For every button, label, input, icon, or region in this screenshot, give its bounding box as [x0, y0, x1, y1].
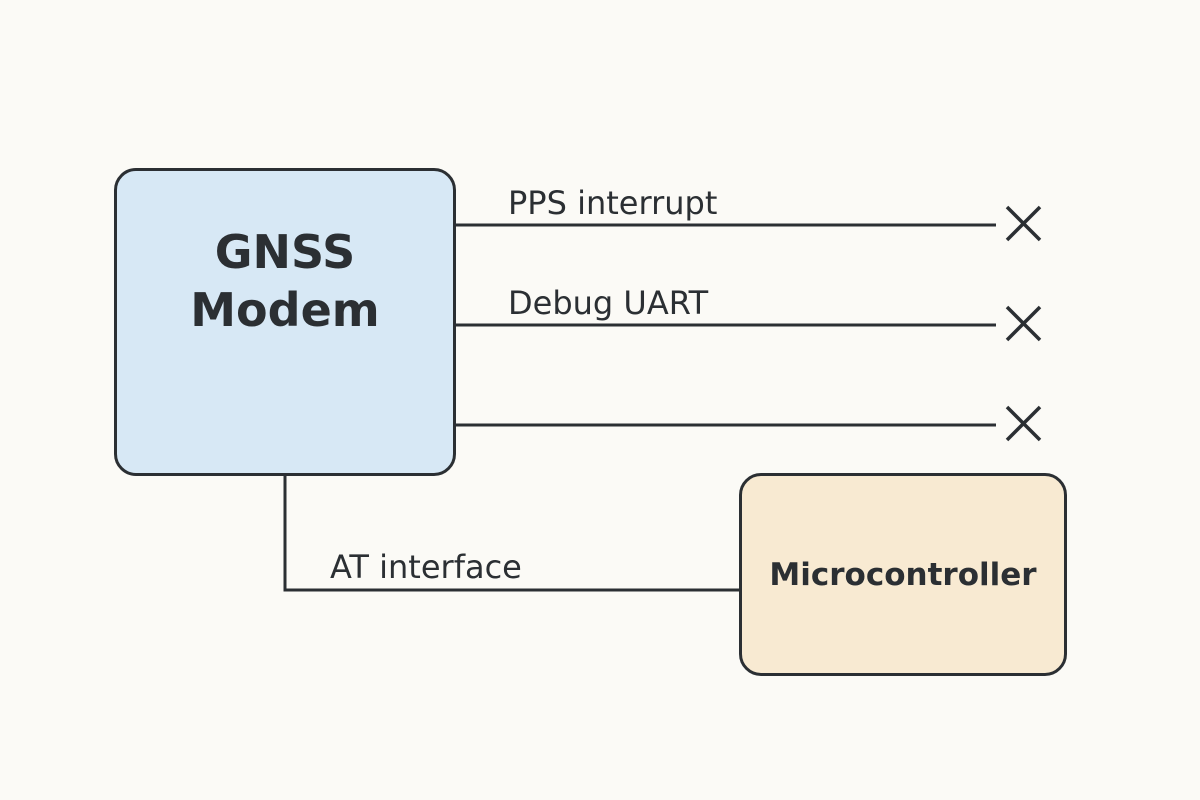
no-connect-x-icon [1005, 405, 1042, 442]
microcontroller-block: Microcontroller [739, 473, 1067, 676]
gnss-modem-block: GNSS Modem [114, 168, 456, 476]
debug-uart-label: Debug UART [508, 284, 709, 322]
pps-interrupt-label: PPS interrupt [508, 184, 718, 222]
at-interface-wire [283, 476, 739, 592]
microcontroller-label: Microcontroller [769, 556, 1037, 593]
no-connect-x-icon [1005, 205, 1042, 242]
gnss-modem-label: GNSS Modem [190, 225, 380, 337]
no-connect-x-icon [1005, 305, 1042, 342]
at-interface-label: AT interface [330, 548, 522, 586]
